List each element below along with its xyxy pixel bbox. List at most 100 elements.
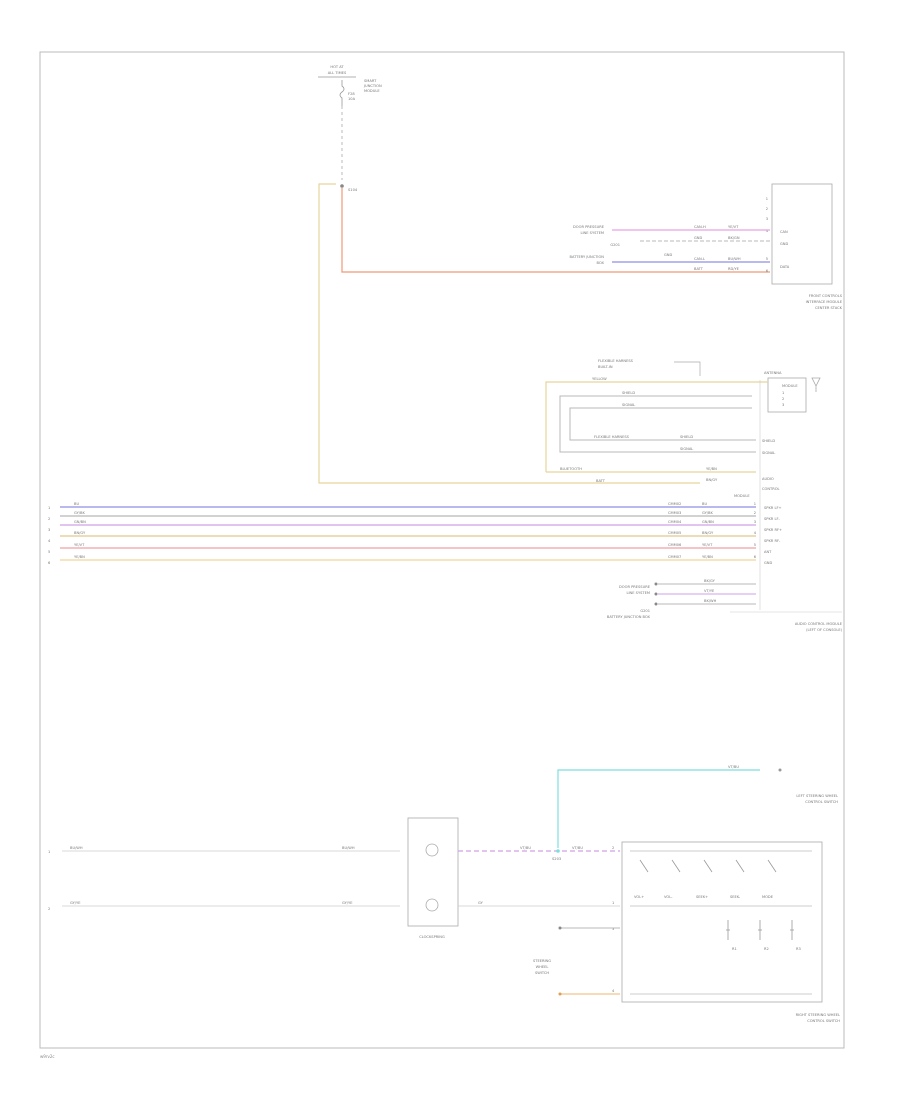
rear-module-inner-1: CAN [780,230,788,234]
fuse-id: F28 [348,92,355,96]
speaker-circuit-3: CMM04 [668,520,682,524]
antenna-pin-3: 3 [782,403,784,407]
radio-pin-5: 5 [754,543,756,547]
speaker-circuit-5: CMM06 [668,543,682,547]
radio-pin-4: 4 [754,531,757,535]
radio-bottom-dot-1 [654,582,658,586]
switch-contacts [639,859,777,873]
antenna-pin-1: 1 [782,391,784,395]
radio-pin-label-6: GND [764,561,772,565]
left-switch-label-2: CONTROL SWITCH [805,800,838,804]
switch-pin-b: 1 [612,901,614,905]
antenna-signal-label-3: SIGNAL [680,447,693,451]
radio-bottom-color-2: VT/YE [704,589,715,593]
radio-pin-label-1: SPKR LF+ [764,506,782,510]
speaker-right-color-6: YE/BN [702,555,713,559]
resistor-1: R1 [732,947,737,951]
rear-module-name-1: FRONT CONTROLS [809,294,843,298]
ground-label-1: STEERING [533,959,551,963]
splice-top-label: S104 [348,188,358,192]
radio-bottom-color-3: BK/WH [704,599,717,603]
speaker-row-num-4: 4 [48,539,51,543]
rear-module-name-3: CENTER STACK [815,306,843,310]
switch-resistors [726,920,794,940]
speaker-row-num-3: 3 [48,528,50,532]
radio-bottom-src-3: G201 [640,609,650,613]
right-switch-label-2: CONTROL SWITCH [807,1019,840,1023]
antenna-wire-color: YELLOW [592,377,607,381]
speaker-circuit-4: CMM05 [668,531,681,535]
speaker-row-num-1: 1 [48,506,50,510]
radio-bottom-src-2: LINE SYSTEM [627,591,651,595]
rear-pin-5: 5 [766,257,768,261]
radio-bottom-color-1: BK/GY [704,579,716,583]
splice-s203-dot [556,849,560,853]
rear-src-3: G201 [610,243,620,247]
speaker-circuit-1: CMM02 [668,502,681,506]
rear-wire-label-2: GND [694,236,702,240]
radio-name-2: (LEFT OF CONSOLE) [806,628,842,632]
rear-wire-color-2: BK/GN [728,236,740,240]
switch-btn-2: VOL- [664,895,673,899]
radio-pin-label-5: ANT [764,550,772,554]
antenna-signal-label: SIGNAL [622,403,635,407]
lower-row-b-num: 2 [48,907,50,911]
rear-pin-6: 6 [766,269,769,273]
cyan-wire-color: VT/BU [728,765,739,769]
rear-src-1: DOOR PRESSURE [573,225,605,229]
rear-wire-label-3: CAN-L [694,257,705,261]
rear-wire-label-4: BATT [694,267,704,271]
fuse-symbol [339,80,345,106]
radio-group: SHIELD SIGNAL AUDIO CONTROL MODULE BLUET… [48,380,843,632]
fuse-amp: 10A [348,97,356,101]
radio-pin-6: 6 [754,555,757,559]
radio-pin-label-4: SPKR RF- [764,539,781,543]
left-switch-end [778,768,782,772]
fuse-side-label-3: MODULE [364,89,380,93]
antenna-signal-wire [569,407,756,441]
speaker-left-color-3: GN/BN [74,520,86,524]
radio-pin-2: 2 [754,511,756,515]
lower-row-b-color-mid: GY/YE [342,901,353,905]
yellow-feed-wire [318,183,700,484]
speaker-left-color-6: YE/BN [74,555,85,559]
radio-name-1: AUDIO CONTROL MODULE [795,622,843,626]
radio-pin-3: 3 [754,520,756,524]
clockspring-coil-2 [425,898,439,912]
antenna-box [767,377,807,413]
speaker-left-color-1: BU [74,502,79,506]
switch-btn-1: VOL+ [634,895,644,899]
radio-power-label-1: BLUETOOTH [560,467,582,471]
antenna-group: ANTENNA MODULE 1 2 3 FLEXIBLE HARNESS BU… [545,359,821,472]
radio-power-label-2: BATT [596,479,606,483]
lower-row-a-color-mid: BU/WH [342,846,355,850]
antenna-bracket [674,361,701,376]
antenna-note-2: BUILT-IN [598,365,613,369]
resistor-3: R3 [796,947,801,951]
lower-row-a-color-left: BU/WH [70,846,83,850]
right-switch-label: RIGHT STEERING WHEEL [796,1013,840,1017]
ground-label-2: WHEEL [536,965,549,969]
rear-pin-3: 3 [766,217,768,221]
antenna-shield-wire [559,395,756,453]
speaker-left-color-4: BN/GY [74,531,86,535]
rear-src-4: BATTERY JUNCTION [569,255,604,259]
clockspring-coil-1 [425,843,439,857]
clockspring-out-2: GY [478,901,484,905]
speaker-circuit-6: CMM07 [668,555,681,559]
rear-module-box [771,183,833,285]
rear-module-inner-3: DATA [780,265,790,269]
speaker-right-color-3: GN/BN [702,520,714,524]
clockspring-out-1: VT/BU [520,846,531,850]
rear-pin-1: 1 [766,197,768,201]
clockspring-label: CLOCKSPRING [419,935,445,939]
footer-code: w9rv2c [40,1054,55,1059]
right-switch-box [621,841,823,1003]
speaker-right-color-1: BU [702,502,707,506]
switch-btn-4: SEEK- [730,895,741,899]
speaker-right-color-2: GY/BK [702,511,713,515]
speaker-row-num-6: 6 [48,561,51,565]
resistor-2: R2 [764,947,769,951]
speaker-left-color-5: YE/VT [74,543,85,547]
